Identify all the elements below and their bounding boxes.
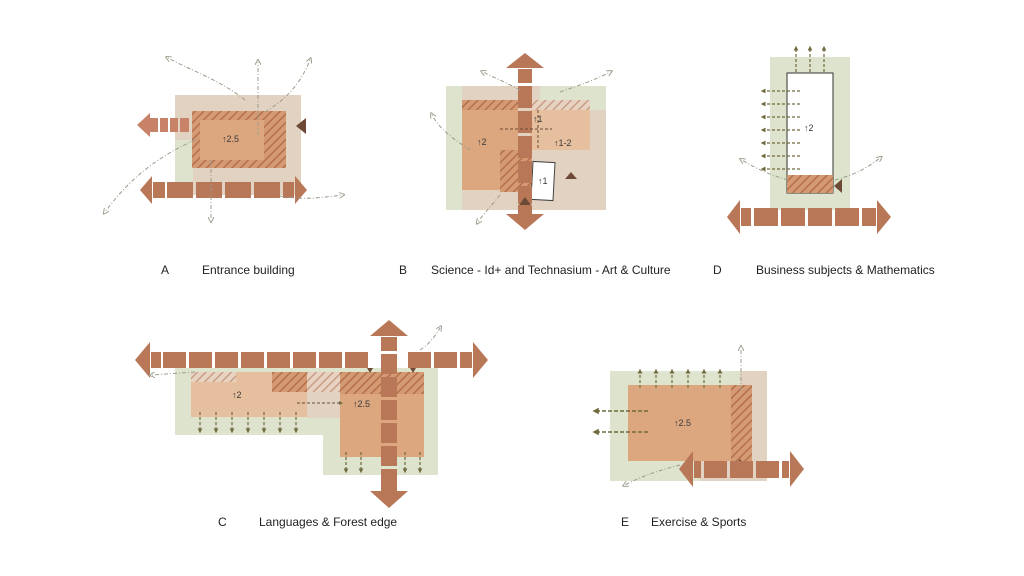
label-mid: ↑1	[533, 114, 543, 124]
entrance-marker	[519, 197, 531, 205]
entrance-marker	[367, 368, 373, 373]
outflow-arrows-left	[592, 407, 648, 436]
diagram-c: ↑2 ↑2.5	[135, 320, 488, 508]
outflow-arrows-left	[760, 88, 800, 172]
entrance-marker	[296, 118, 306, 134]
view-lines	[432, 72, 610, 222]
caption-letter-a: A	[161, 263, 169, 277]
route-arrow-vertical	[370, 320, 408, 508]
box-small	[530, 160, 556, 202]
outflow-arrows-top	[637, 368, 723, 388]
diagram-b: ↑2 ↑1 ↑1-2 ↑1	[432, 53, 610, 230]
height-label: ↑2	[804, 123, 814, 133]
caption-title-d: Business subjects & Mathematics	[756, 263, 935, 277]
building-outline	[786, 72, 834, 194]
link-light	[307, 392, 343, 418]
diagram-a: ↑2.5	[105, 58, 342, 220]
label-right: ↑2.5	[353, 399, 370, 409]
entrance-marker	[834, 179, 842, 193]
label-left: ↑2	[477, 137, 487, 147]
label-left: ↑2	[232, 390, 242, 400]
route-arrow-vertical	[506, 53, 544, 230]
caption-title-b: Science - Id+ and Technasium - Art & Cul…	[431, 263, 671, 277]
caption-title-e: Exercise & Sports	[651, 515, 746, 529]
route-arrow-main	[679, 451, 804, 487]
outflow-arrows-top	[793, 45, 827, 72]
diagram-e: ↑2.5	[592, 348, 804, 487]
route-arrow-main	[727, 200, 891, 234]
outflow-arrows-down	[197, 412, 423, 474]
link-hatch-light	[307, 372, 343, 392]
route-arrow-main	[140, 176, 307, 204]
caption-letter-d: D	[713, 263, 722, 277]
caption-letter-b: B	[399, 263, 407, 277]
height-label: ↑2.5	[222, 134, 239, 144]
label-box: ↑1	[538, 176, 548, 186]
internal-link	[500, 110, 552, 148]
caption-letter-c: C	[218, 515, 227, 529]
label-right: ↑1-2	[554, 138, 572, 148]
exit-arrow-left	[137, 113, 189, 137]
wing-left-hatch	[191, 372, 236, 382]
building-hatch	[731, 385, 752, 461]
entrance-marker	[565, 172, 577, 179]
view-lines	[105, 58, 342, 220]
building-core	[200, 120, 264, 160]
wing-right-hatch	[530, 100, 590, 110]
green-zone	[175, 140, 193, 195]
height-label: ↑2.5	[674, 418, 691, 428]
link-hatch-dark	[272, 372, 308, 392]
view-lines	[152, 328, 440, 375]
caption-letter-e: E	[621, 515, 629, 529]
wing-left-hatch	[462, 100, 518, 110]
diagram-d: ↑2	[727, 45, 891, 234]
view-lines	[625, 348, 741, 485]
caption-title-a: Entrance building	[202, 263, 295, 277]
view-lines	[742, 158, 880, 181]
route-arrow-horizontal	[135, 342, 488, 378]
caption-title-c: Languages & Forest edge	[259, 515, 397, 529]
entrance-marker	[410, 368, 416, 373]
building-hatch	[787, 175, 833, 193]
captions: A Entrance building B Science - Id+ and …	[161, 263, 935, 529]
